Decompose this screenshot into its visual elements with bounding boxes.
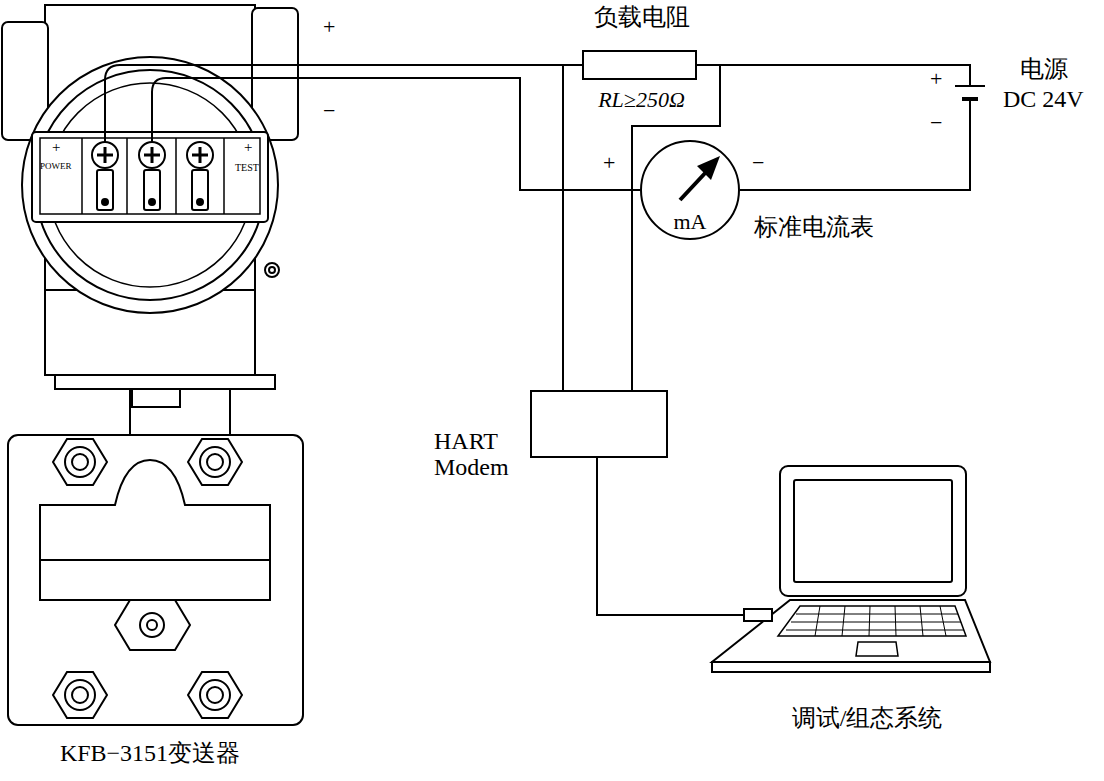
- wire: [740, 108, 970, 190]
- polarity-sign: +: [603, 152, 615, 174]
- unit-text: mA: [642, 210, 738, 234]
- system-caption: 调试/组态系统: [744, 705, 990, 731]
- modem-name: HART Modem: [434, 428, 526, 481]
- wire: [597, 458, 744, 615]
- ammeter-needle: [680, 156, 720, 200]
- polarity-sign: +: [930, 68, 942, 90]
- polarity-sign: −: [930, 112, 942, 134]
- internal-wire: [105, 65, 300, 142]
- terminal-name: TEST: [235, 163, 259, 173]
- terminal-sign: +: [52, 140, 60, 155]
- component-name: 负载电阻: [564, 4, 719, 30]
- transmitter: KFB−3151变送器: [0, 0, 300, 781]
- device-caption: KFB−3151变送器: [0, 740, 300, 766]
- laptop-drawing: [712, 466, 990, 672]
- resistor-symbol: 负载电阻RL≥250Ω: [582, 50, 697, 80]
- transmitter-drawing: [2, 5, 303, 725]
- wire: [300, 78, 640, 190]
- supply-voltage: DC 24V: [1003, 86, 1084, 112]
- laptop: 调试/组态系统: [744, 465, 990, 680]
- power-supply: 电源DC 24V: [955, 78, 985, 108]
- terminal-sign: +: [244, 140, 252, 155]
- ammeter-circle: mA标准电流表: [640, 140, 740, 240]
- modem-box: HART Modem: [530, 390, 668, 458]
- supply-name: 电源: [1020, 56, 1068, 82]
- wire: [300, 65, 563, 390]
- polarity-sign: −: [752, 152, 764, 174]
- wire: [697, 65, 970, 78]
- terminal-name: POWER: [40, 162, 72, 171]
- resistance-value: RL≥250Ω: [564, 88, 719, 112]
- polarity-sign: −: [323, 100, 335, 122]
- polarity-sign: +: [323, 16, 335, 38]
- meter-name: 标准电流表: [754, 214, 874, 240]
- battery-symbol: [955, 78, 985, 108]
